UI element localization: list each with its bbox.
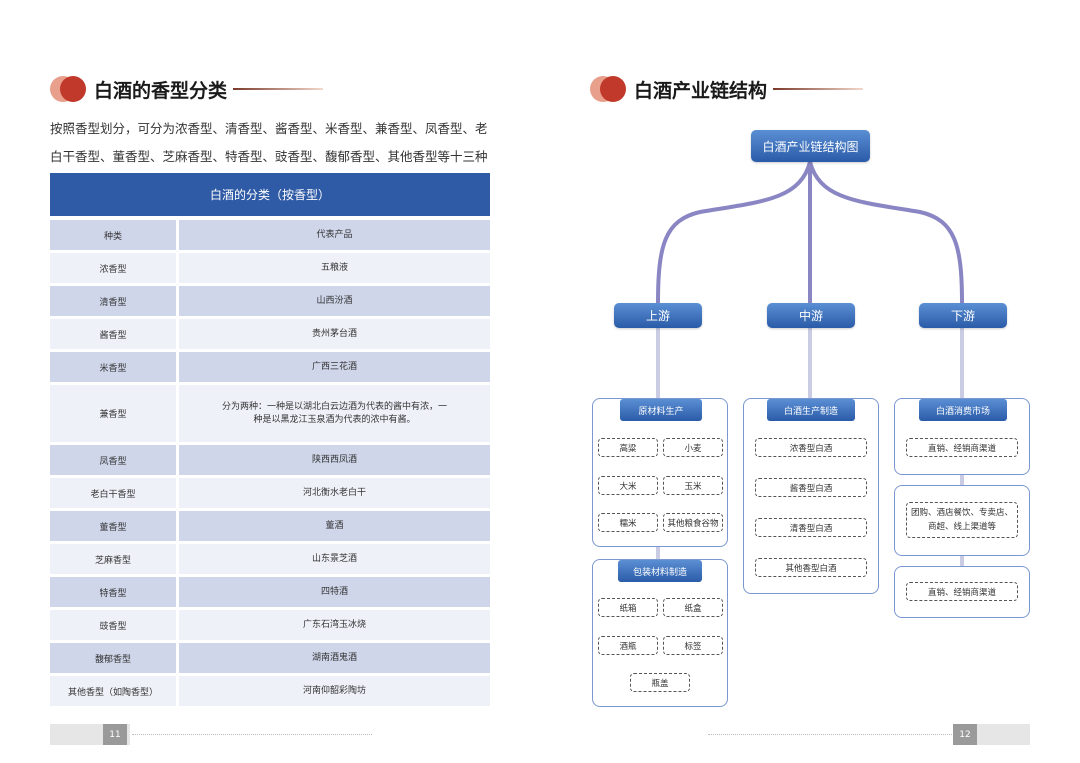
production-item: 浓香型白酒 xyxy=(755,438,867,457)
product-cell: 广东石湾玉冰烧 xyxy=(179,610,490,640)
root-node: 白酒产业链结构图 xyxy=(751,130,870,162)
aroma-type-cell: 酱香型 xyxy=(50,319,176,349)
packaging-header: 包装材料制造 xyxy=(618,560,702,582)
production-item: 清香型白酒 xyxy=(755,518,867,537)
heading-divider xyxy=(233,88,324,90)
product-cell: 山西汾酒 xyxy=(179,286,490,316)
aroma-type-cell: 芝麻香型 xyxy=(50,544,176,574)
packaging-item: 标签 xyxy=(663,636,723,655)
table-row: 老白干香型河北衡水老白干 xyxy=(50,478,490,508)
table-header-row: 种类代表产品 xyxy=(50,220,490,250)
production-item: 其他香型白酒 xyxy=(755,558,867,577)
packaging-item: 纸盒 xyxy=(663,598,723,617)
market-header: 白酒消费市场 xyxy=(919,399,1007,421)
left-page-number: 11 xyxy=(103,724,127,745)
aroma-type-cell: 其他香型（如陶香型） xyxy=(50,676,176,706)
column-header: 种类 xyxy=(50,220,176,250)
aroma-type-cell: 董香型 xyxy=(50,511,176,541)
column-header: 代表产品 xyxy=(179,220,490,250)
packaging-item: 纸箱 xyxy=(598,598,658,617)
aroma-type-cell: 豉香型 xyxy=(50,610,176,640)
product-cell: 河北衡水老白干 xyxy=(179,478,490,508)
upstream-node: 上游 xyxy=(614,303,702,328)
aroma-type-cell: 兼香型 xyxy=(50,385,176,442)
product-cell: 湖南酒鬼酒 xyxy=(179,643,490,673)
product-cell: 广西三花酒 xyxy=(179,352,490,382)
raw-item: 玉米 xyxy=(663,476,723,495)
dealer-item: 直销、经销商渠道 xyxy=(906,582,1018,601)
table-row: 兼香型分为两种：一种是以湖北白云边酒为代表的酱中有浓，一种是以黑龙江玉泉酒为代表… xyxy=(50,385,490,442)
table-row: 其他香型（如陶香型）河南仰韶彩陶坊 xyxy=(50,676,490,706)
aroma-type-cell: 浓香型 xyxy=(50,253,176,283)
product-cell: 五粮液 xyxy=(179,253,490,283)
product-cell: 四特酒 xyxy=(179,577,490,607)
product-cell: 分为两种：一种是以湖北白云边酒为代表的酱中有浓，一种是以黑龙江玉泉酒为代表的浓中… xyxy=(179,385,490,442)
packaging-item: 瓶盖 xyxy=(630,673,690,692)
heading-circles-icon xyxy=(590,74,628,104)
table-row: 酱香型贵州茅台酒 xyxy=(50,319,490,349)
table-row: 清香型山西汾酒 xyxy=(50,286,490,316)
raw-item: 高粱 xyxy=(598,438,658,457)
production-item: 酱香型白酒 xyxy=(755,478,867,497)
product-cell: 董酒 xyxy=(179,511,490,541)
table-row: 米香型广西三花酒 xyxy=(50,352,490,382)
table-row: 馥郁香型湖南酒鬼酒 xyxy=(50,643,490,673)
raw-item: 糯米 xyxy=(598,513,658,532)
table-row: 芝麻香型山东景芝酒 xyxy=(50,544,490,574)
raw-item: 大米 xyxy=(598,476,658,495)
right-footer-dots xyxy=(708,734,952,735)
aroma-type-cell: 凤香型 xyxy=(50,445,176,475)
heading-divider xyxy=(773,88,864,90)
product-cell: 陕西西凤酒 xyxy=(179,445,490,475)
right-section-heading: 白酒产业链结构 xyxy=(590,74,864,104)
product-cell: 山东景芝酒 xyxy=(179,544,490,574)
heading-circles-icon xyxy=(50,74,88,104)
packaging-item: 酒瓶 xyxy=(598,636,658,655)
table-row: 董香型董酒 xyxy=(50,511,490,541)
downstream-node: 下游 xyxy=(919,303,1007,328)
product-cell: 河南仰韶彩陶坊 xyxy=(179,676,490,706)
right-heading-title: 白酒产业链结构 xyxy=(634,79,768,102)
left-footer-dots xyxy=(132,734,372,735)
aroma-type-cell: 老白干香型 xyxy=(50,478,176,508)
raw-item: 小麦 xyxy=(663,438,723,457)
right-page-number: 12 xyxy=(953,724,977,745)
raw-materials-header: 原材料生产 xyxy=(620,399,702,421)
midstream-node: 中游 xyxy=(767,303,855,328)
aroma-type-cell: 米香型 xyxy=(50,352,176,382)
product-cell: 贵州茅台酒 xyxy=(179,319,490,349)
left-section-heading: 白酒的香型分类 xyxy=(50,74,324,104)
aroma-type-cell: 清香型 xyxy=(50,286,176,316)
left-heading-title: 白酒的香型分类 xyxy=(94,79,228,102)
aroma-type-cell: 特香型 xyxy=(50,577,176,607)
market-item: 直销、经销商渠道 xyxy=(906,438,1018,457)
table-row: 凤香型陕西西凤酒 xyxy=(50,445,490,475)
production-header: 白酒生产制造 xyxy=(767,399,855,421)
raw-item: 其他粮食谷物 xyxy=(663,513,723,532)
table-row: 豉香型广东石湾玉冰烧 xyxy=(50,610,490,640)
aroma-type-cell: 馥郁香型 xyxy=(50,643,176,673)
table-row: 特香型四特酒 xyxy=(50,577,490,607)
table-row: 浓香型五粮液 xyxy=(50,253,490,283)
group-item: 团购、酒店餐饮、专卖店、商超、线上渠道等 xyxy=(906,502,1018,538)
table-title: 白酒的分类（按香型） xyxy=(50,173,490,216)
